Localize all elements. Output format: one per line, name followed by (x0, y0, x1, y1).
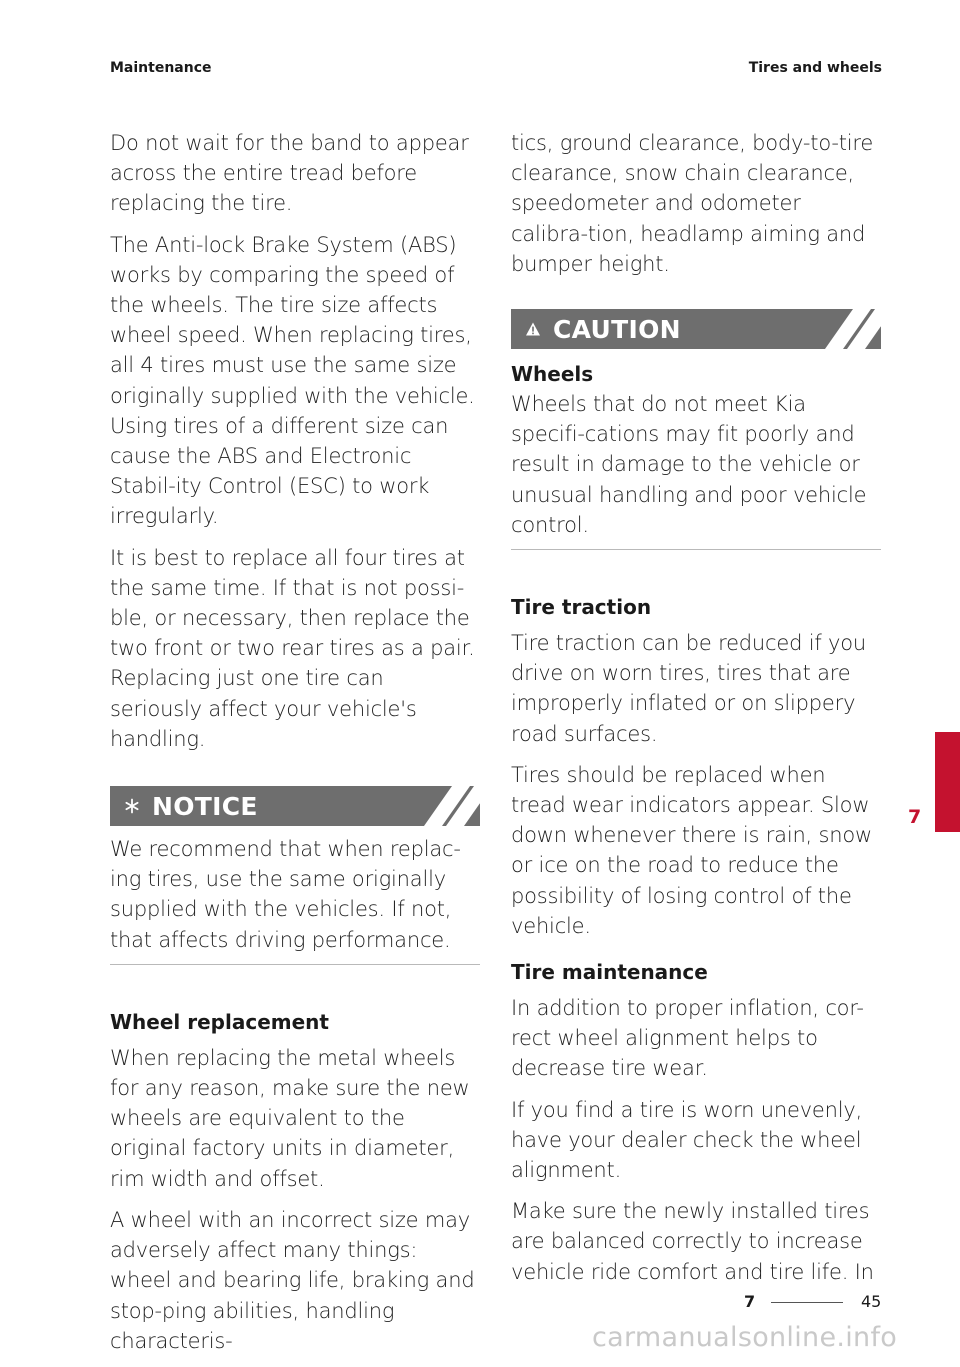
paragraph: It is best to replace all four tires at … (110, 545, 475, 751)
caution-banner: CAUTION (511, 309, 881, 350)
caution-heading: Wheels (511, 362, 594, 387)
section-heading: Tire traction (511, 595, 652, 620)
footer-page-number: 45 (861, 1292, 882, 1311)
notice-box: NOTICE We recommend that when replac-ing… (110, 786, 480, 965)
warning-triangle-icon (526, 322, 540, 336)
paragraph: The Anti-lock Brake System (ABS) works b… (110, 232, 475, 529)
section-heading: Tire maintenance (511, 960, 708, 985)
running-header-chapter: Tires and wheels (748, 60, 882, 76)
right-column: tics, ground clearance, body-to-tire cle… (511, 128, 881, 1298)
paragraph: Tire traction can be reduced if you driv… (511, 631, 866, 746)
running-header-section: Maintenance (110, 60, 212, 76)
footer-chapter-number: 7 (744, 1292, 756, 1311)
footer-divider (771, 1302, 843, 1303)
notice-text: We recommend that when replac-ing tires,… (110, 837, 461, 952)
chapter-thumb-number: 7 (908, 806, 922, 828)
paragraph: When replacing the metal wheels for any … (110, 1045, 470, 1191)
banner-stripes (424, 786, 480, 827)
caution-label: CAUTION (553, 314, 681, 344)
paragraph: Do not wait for the band to appear acros… (110, 131, 469, 216)
tire-maintenance-section: Tire maintenance In addition to proper i… (511, 957, 881, 1287)
chapter-thumb-tab (935, 732, 960, 832)
left-column: Do not wait for the band to appear acros… (110, 128, 480, 1367)
caution-text: Wheels that do not meet Kia specifi-cati… (511, 392, 867, 537)
wheel-replacement-section: Wheel replacement When replacing the met… (110, 1007, 480, 1356)
paragraph: Tires should be replaced when tread wear… (511, 762, 872, 938)
paragraph: If you find a tire is worn unevenly, hav… (511, 1097, 863, 1183)
watermark: carmanualsonline.info (592, 1322, 898, 1353)
notice-label: NOTICE (152, 791, 258, 821)
paragraph: tics, ground clearance, body-to-tire cle… (511, 131, 874, 276)
banner-stripes (825, 309, 881, 350)
notice-banner: NOTICE (110, 786, 480, 827)
divider (511, 549, 881, 551)
caution-box: CAUTION Wheels Wheels that do not meet K… (511, 309, 881, 551)
paragraph: In addition to proper inflation, cor-rec… (511, 996, 864, 1081)
paragraph: Make sure the newly installed tires are … (511, 1199, 874, 1284)
section-heading: Wheel replacement (110, 1009, 329, 1034)
paragraph: A wheel with an incorrect size may adver… (110, 1207, 475, 1353)
tire-traction-section: Tire traction Tire traction can be reduc… (511, 592, 881, 941)
divider (110, 963, 480, 965)
asterisk-icon (125, 798, 139, 814)
